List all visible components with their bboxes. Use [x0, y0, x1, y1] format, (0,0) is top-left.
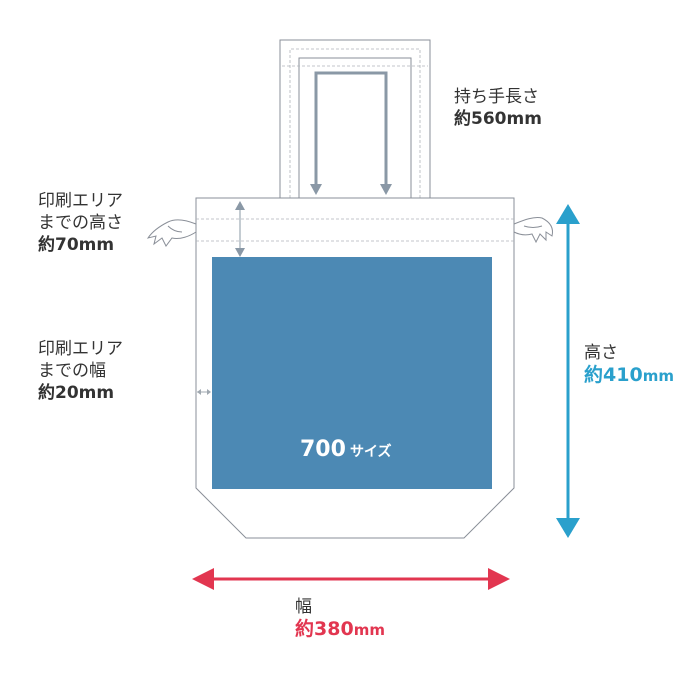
print-size-number: 700	[300, 437, 346, 462]
top-margin-value: 約70mm	[38, 235, 115, 255]
height-value: 約410mm	[584, 364, 674, 387]
handle-length-label: 持ち手長さ 約560mm	[454, 86, 542, 130]
width-number: 380	[314, 618, 354, 640]
print-area	[212, 257, 492, 489]
width-arrow	[192, 568, 510, 590]
width-title: 幅	[295, 597, 312, 617]
width-label: 幅 約380mm	[295, 596, 385, 641]
width-unit: mm	[353, 621, 385, 639]
drawstring-right	[513, 217, 553, 244]
height-label: 高さ 約410mm	[584, 342, 674, 387]
drawstring-left	[146, 219, 197, 247]
height-unit: mm	[642, 367, 674, 385]
print-size-suffix: サイズ	[349, 444, 392, 460]
handle-length-value: 約560mm	[454, 109, 542, 129]
side-margin-line1: 印刷エリア	[38, 339, 123, 359]
handle-length-arrow	[310, 71, 392, 195]
width-value: 約380mm	[295, 618, 385, 641]
bag-handle	[279, 39, 431, 198]
side-margin-line2: までの幅	[38, 361, 106, 381]
side-margin-label: 印刷エリア までの幅 約20mm	[38, 338, 123, 404]
width-prefix: 約	[295, 618, 315, 640]
handle-length-title: 持ち手長さ	[454, 87, 539, 107]
top-margin-arrow	[235, 201, 245, 257]
height-arrow	[556, 204, 580, 538]
top-margin-line1: 印刷エリア	[38, 191, 123, 211]
height-prefix: 約	[584, 364, 604, 386]
side-margin-arrow	[197, 389, 211, 395]
top-margin-label: 印刷エリア までの高さ 約70mm	[38, 190, 123, 256]
height-title: 高さ	[584, 343, 618, 363]
height-number: 410	[603, 364, 643, 386]
side-margin-value: 約20mm	[38, 383, 115, 403]
top-margin-line2: までの高さ	[38, 213, 123, 233]
